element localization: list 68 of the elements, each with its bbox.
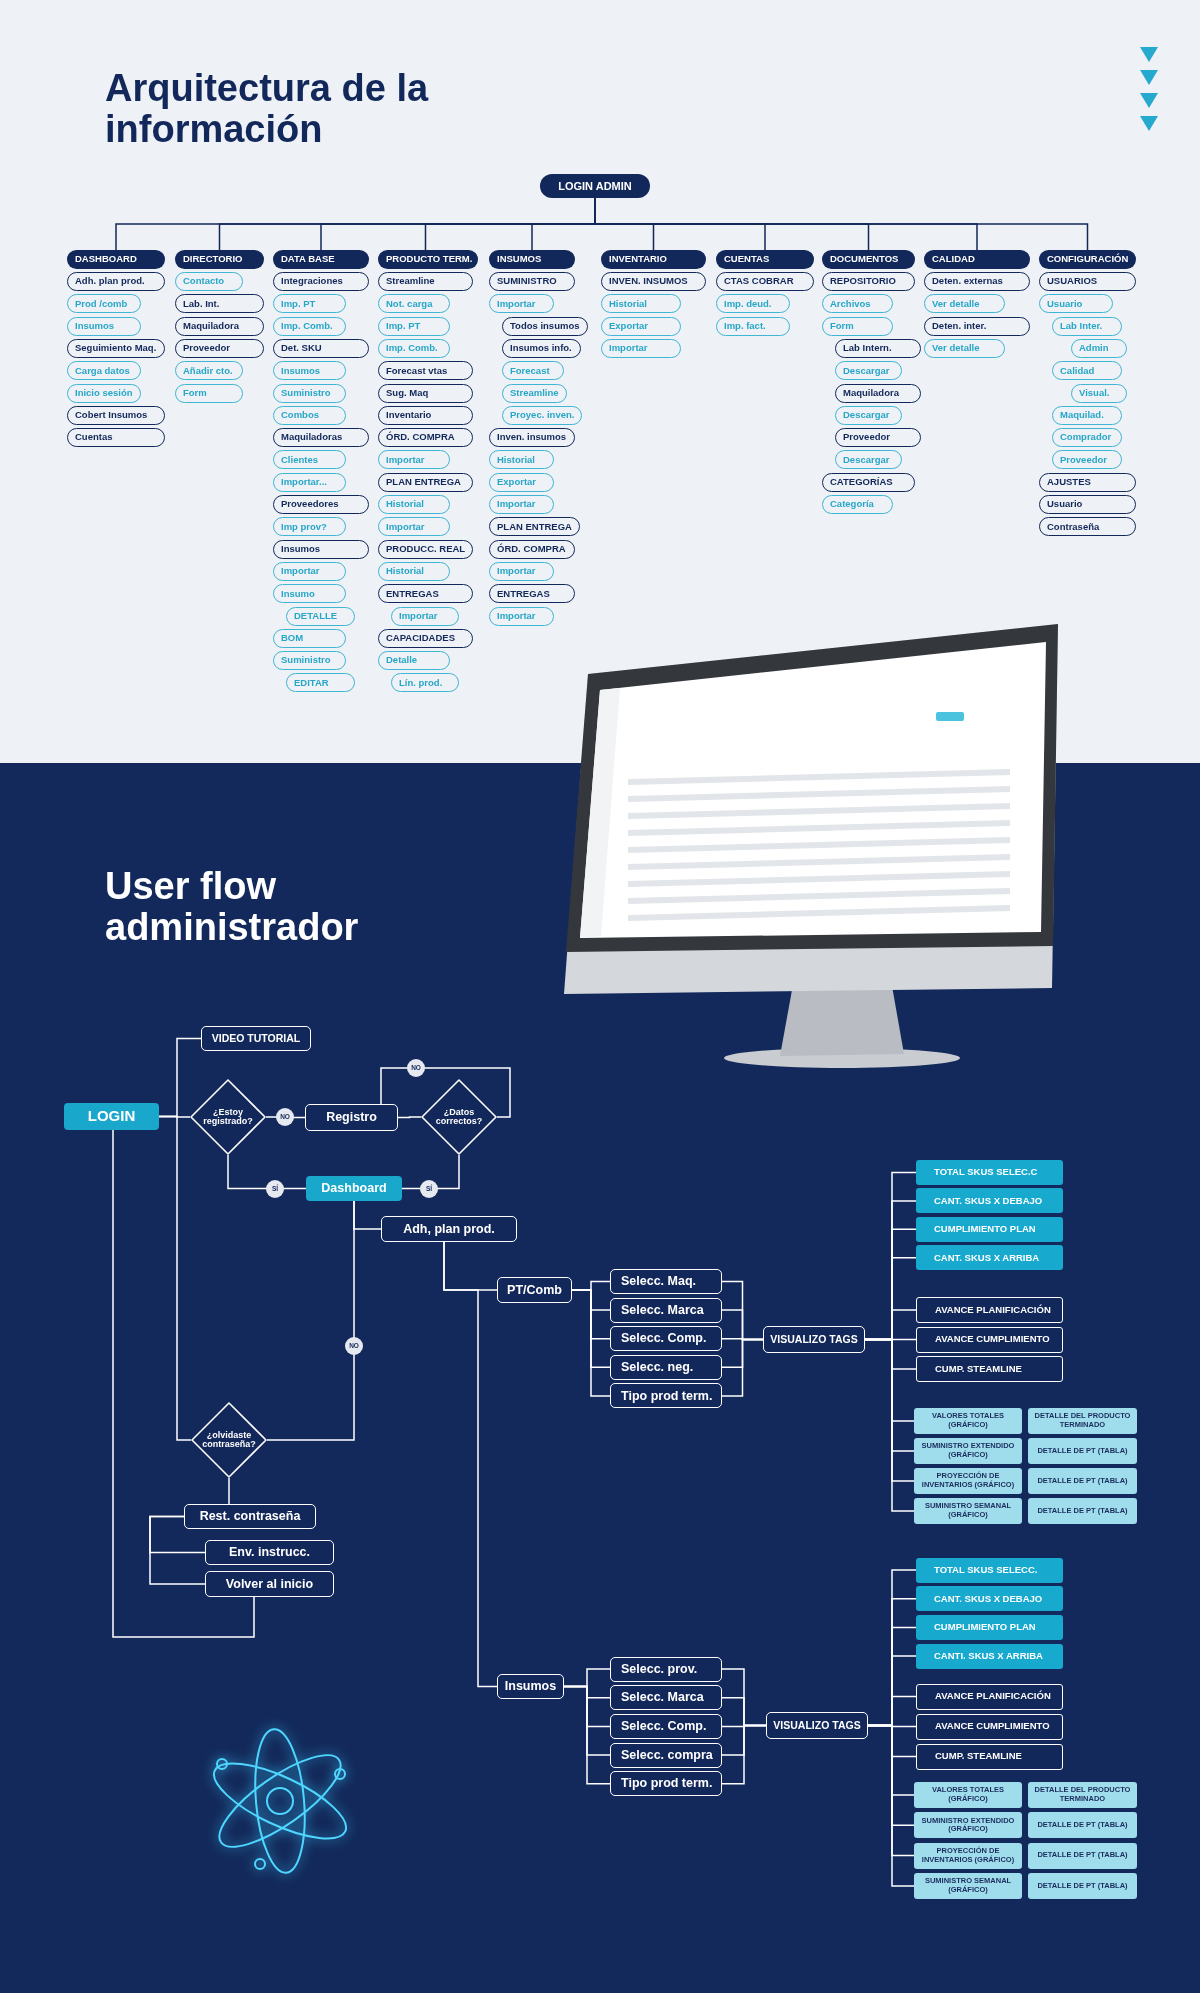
filter-option: Selecc. Marca (610, 1297, 722, 1323)
section-header: DASHBOARD (67, 250, 165, 269)
connector-line (721, 1338, 764, 1397)
kpi-tag: CANT. SKUS X DEBAJO (916, 1188, 1063, 1214)
filter-option: Selecc. Marca (610, 1685, 722, 1711)
filter-option: Selecc. Comp. (610, 1713, 722, 1739)
filter-option: Selecc. prov. (610, 1656, 722, 1682)
filter-option: Tipo prod term. (610, 1771, 722, 1797)
connector-line (227, 1154, 307, 1190)
decision-text: ¿Datos correctos? (434, 1107, 484, 1127)
connector-line (397, 1116, 422, 1119)
connector-line (563, 1685, 611, 1785)
flow-step: Rest. contraseña (184, 1504, 316, 1529)
decision-text: ¿olvidaste contraseña? (201, 1430, 257, 1450)
connector-line (266, 1200, 355, 1441)
flow-step: VISUALIZO TAGS (763, 1326, 865, 1353)
flow-step: Env. instrucc. (205, 1540, 334, 1565)
progress-tag: CUMP. STEAMLINE (916, 1356, 1063, 1382)
progress-tag: AVANCE PLANIFICACIÓN (916, 1297, 1063, 1323)
kpi-tag: TOTAL SKUS SELEC.C (916, 1160, 1063, 1185)
filter-option: Selecc. compra (610, 1742, 722, 1768)
title: Arquitectura de la información (105, 68, 430, 151)
section-header: DIRECTORIO (175, 250, 264, 269)
flow-step: Registro (305, 1104, 398, 1131)
flow-step: PT/Comb (497, 1277, 572, 1303)
kpi-tag: CUMPLIMIENTO PLAN (916, 1614, 1063, 1640)
filter-option: Selecc. Maq. (610, 1269, 722, 1294)
kpi-tag: CANT. SKUS X DEBAJO (916, 1586, 1063, 1612)
section-header: CALIDAD (924, 250, 1030, 269)
connector-line (443, 1241, 498, 1688)
filter-option: Selecc. neg. (610, 1354, 722, 1380)
connector-line (571, 1289, 611, 1397)
connector-line (867, 1724, 915, 1887)
connector-line (864, 1338, 915, 1512)
kpi-tag: CANT. SKUS X ARRIBA (916, 1245, 1063, 1271)
flow-step: Volver al inicio (205, 1571, 334, 1597)
progress-tag: AVANCE CUMPLIMIENTO (916, 1713, 1063, 1740)
connector-line (149, 1515, 206, 1585)
kpi-tag: CANTI. SKUS X ARRIBA (916, 1643, 1063, 1669)
flow-step: VISUALIZO TAGS (766, 1712, 868, 1739)
progress-tag: AVANCE CUMPLIMIENTO (916, 1326, 1063, 1353)
decision-text: ¿Estoy registrado? (202, 1107, 254, 1127)
kpi-tag: CUMPLIMIENTO PLAN (916, 1216, 1063, 1242)
highlighted-step: Dashboard (306, 1176, 402, 1201)
section-heading: User flow administrador (105, 866, 360, 949)
connector-line (380, 1067, 511, 1118)
menu-root: LOGIN ADMIN (540, 174, 650, 198)
section-header: CONFIGURACIÓN (1039, 250, 1136, 269)
start-step: LOGIN (64, 1103, 159, 1130)
section-header: INSUMOS (489, 250, 575, 269)
section-header: DATA BASE (273, 250, 369, 269)
connector-line (401, 1154, 460, 1190)
connector-line (721, 1724, 767, 1785)
progress-tag: AVANCE PLANIFICACIÓN (916, 1683, 1063, 1710)
progress-tag: CUMP. STEAMLINE (916, 1743, 1063, 1770)
kpi-tag: TOTAL SKUS SELECC. (916, 1557, 1063, 1583)
section-header: DOCUMENTOS (822, 250, 915, 269)
flow-step: Insumos (497, 1674, 564, 1699)
section-header: CUENTAS (716, 250, 814, 269)
section-header: INVENTARIO (601, 250, 706, 269)
connector-line (112, 1129, 255, 1638)
filter-option: Tipo prod term. (610, 1383, 722, 1409)
filter-option: Selecc. Comp. (610, 1326, 722, 1352)
connector-line (228, 1477, 230, 1505)
section-header: PRODUCTO TERM. (378, 250, 479, 269)
flow-step: Adh, plan prod. (381, 1216, 517, 1242)
connector-line (158, 1115, 192, 1441)
flow-step: VIDEO TUTORIAL (201, 1026, 311, 1051)
